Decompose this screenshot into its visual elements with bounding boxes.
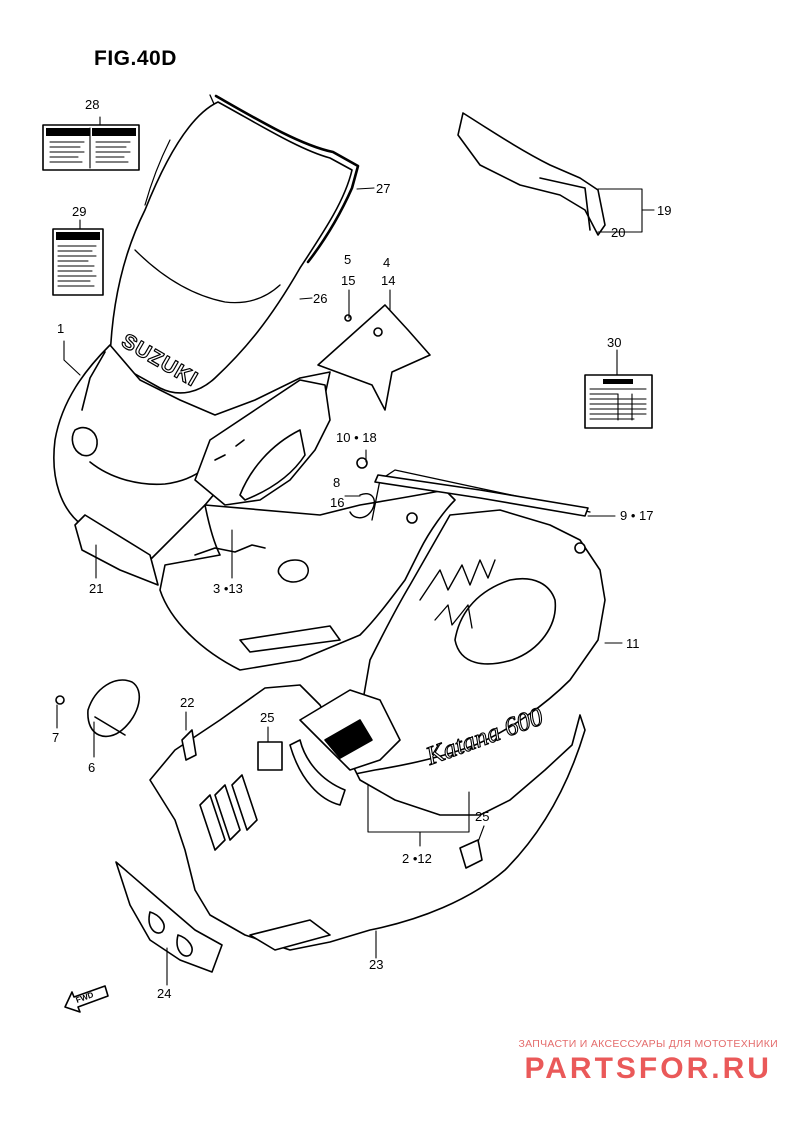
pad-25	[257, 741, 483, 869]
windscreen-26: SUZUKI	[109, 94, 360, 394]
mirror-cover-6	[55, 679, 140, 738]
figure-title: FIG.40D	[94, 47, 177, 70]
callout-5: 5	[344, 252, 352, 267]
side-trim-19	[457, 112, 606, 236]
callout-30: 30	[607, 335, 622, 350]
clip-16	[349, 457, 418, 524]
callout-1: 1	[57, 321, 65, 336]
callout-22: 22	[180, 695, 195, 710]
callout-28: 28	[85, 97, 100, 112]
watermark: ЗАПЧАСТИ И АКСЕССУАРЫ ДЛЯ МОТОТЕХНИКИ PA…	[518, 1038, 778, 1086]
brace-24	[115, 861, 223, 973]
watermark-tagline: ЗАПЧАСТИ И АКСЕССУАРЫ ДЛЯ МОТОТЕХНИКИ	[518, 1038, 778, 1050]
callout-26: 26	[313, 291, 328, 306]
callout-4: 4	[383, 255, 391, 270]
warning-label-29	[52, 228, 104, 296]
callout-25-lower: 25	[475, 809, 490, 824]
callout-10-18: 10 • 18	[336, 430, 377, 445]
leader-lines	[56, 116, 655, 986]
bracket-21	[74, 514, 159, 586]
callout-16: 16	[330, 495, 345, 510]
center-duct-panel	[194, 379, 331, 506]
callout-19: 19	[657, 203, 672, 218]
callout-14: 14	[381, 273, 396, 288]
callout-24: 24	[157, 986, 172, 1001]
callout-25-upper: 25	[260, 710, 275, 725]
callout-29: 29	[72, 204, 87, 219]
callout-27: 27	[376, 181, 391, 196]
trim-strip-9	[374, 474, 589, 517]
bracket-14	[317, 304, 431, 411]
callout-2-12: 2 •12	[402, 851, 432, 866]
watermark-logo: PARTSFOR.RU	[524, 1052, 772, 1085]
callout-21: 21	[89, 581, 104, 596]
callout-20: 20	[611, 225, 626, 240]
warning-label-28	[42, 124, 140, 171]
callout-6: 6	[88, 760, 96, 775]
callout-8: 8	[333, 475, 341, 490]
callout-3-13: 3 •13	[213, 581, 243, 596]
callout-7: 7	[52, 730, 60, 745]
info-label-30	[584, 374, 653, 429]
callout-15: 15	[341, 273, 356, 288]
callout-11: 11	[626, 636, 640, 651]
callout-9-17: 9 • 17	[620, 508, 654, 523]
bracket-22	[181, 729, 197, 761]
inner-panel-3	[159, 489, 456, 671]
callout-23: 23	[369, 957, 384, 972]
forward-arrow-icon: FWD	[64, 985, 109, 1013]
side-cowling-11: Katana 600	[349, 469, 606, 776]
